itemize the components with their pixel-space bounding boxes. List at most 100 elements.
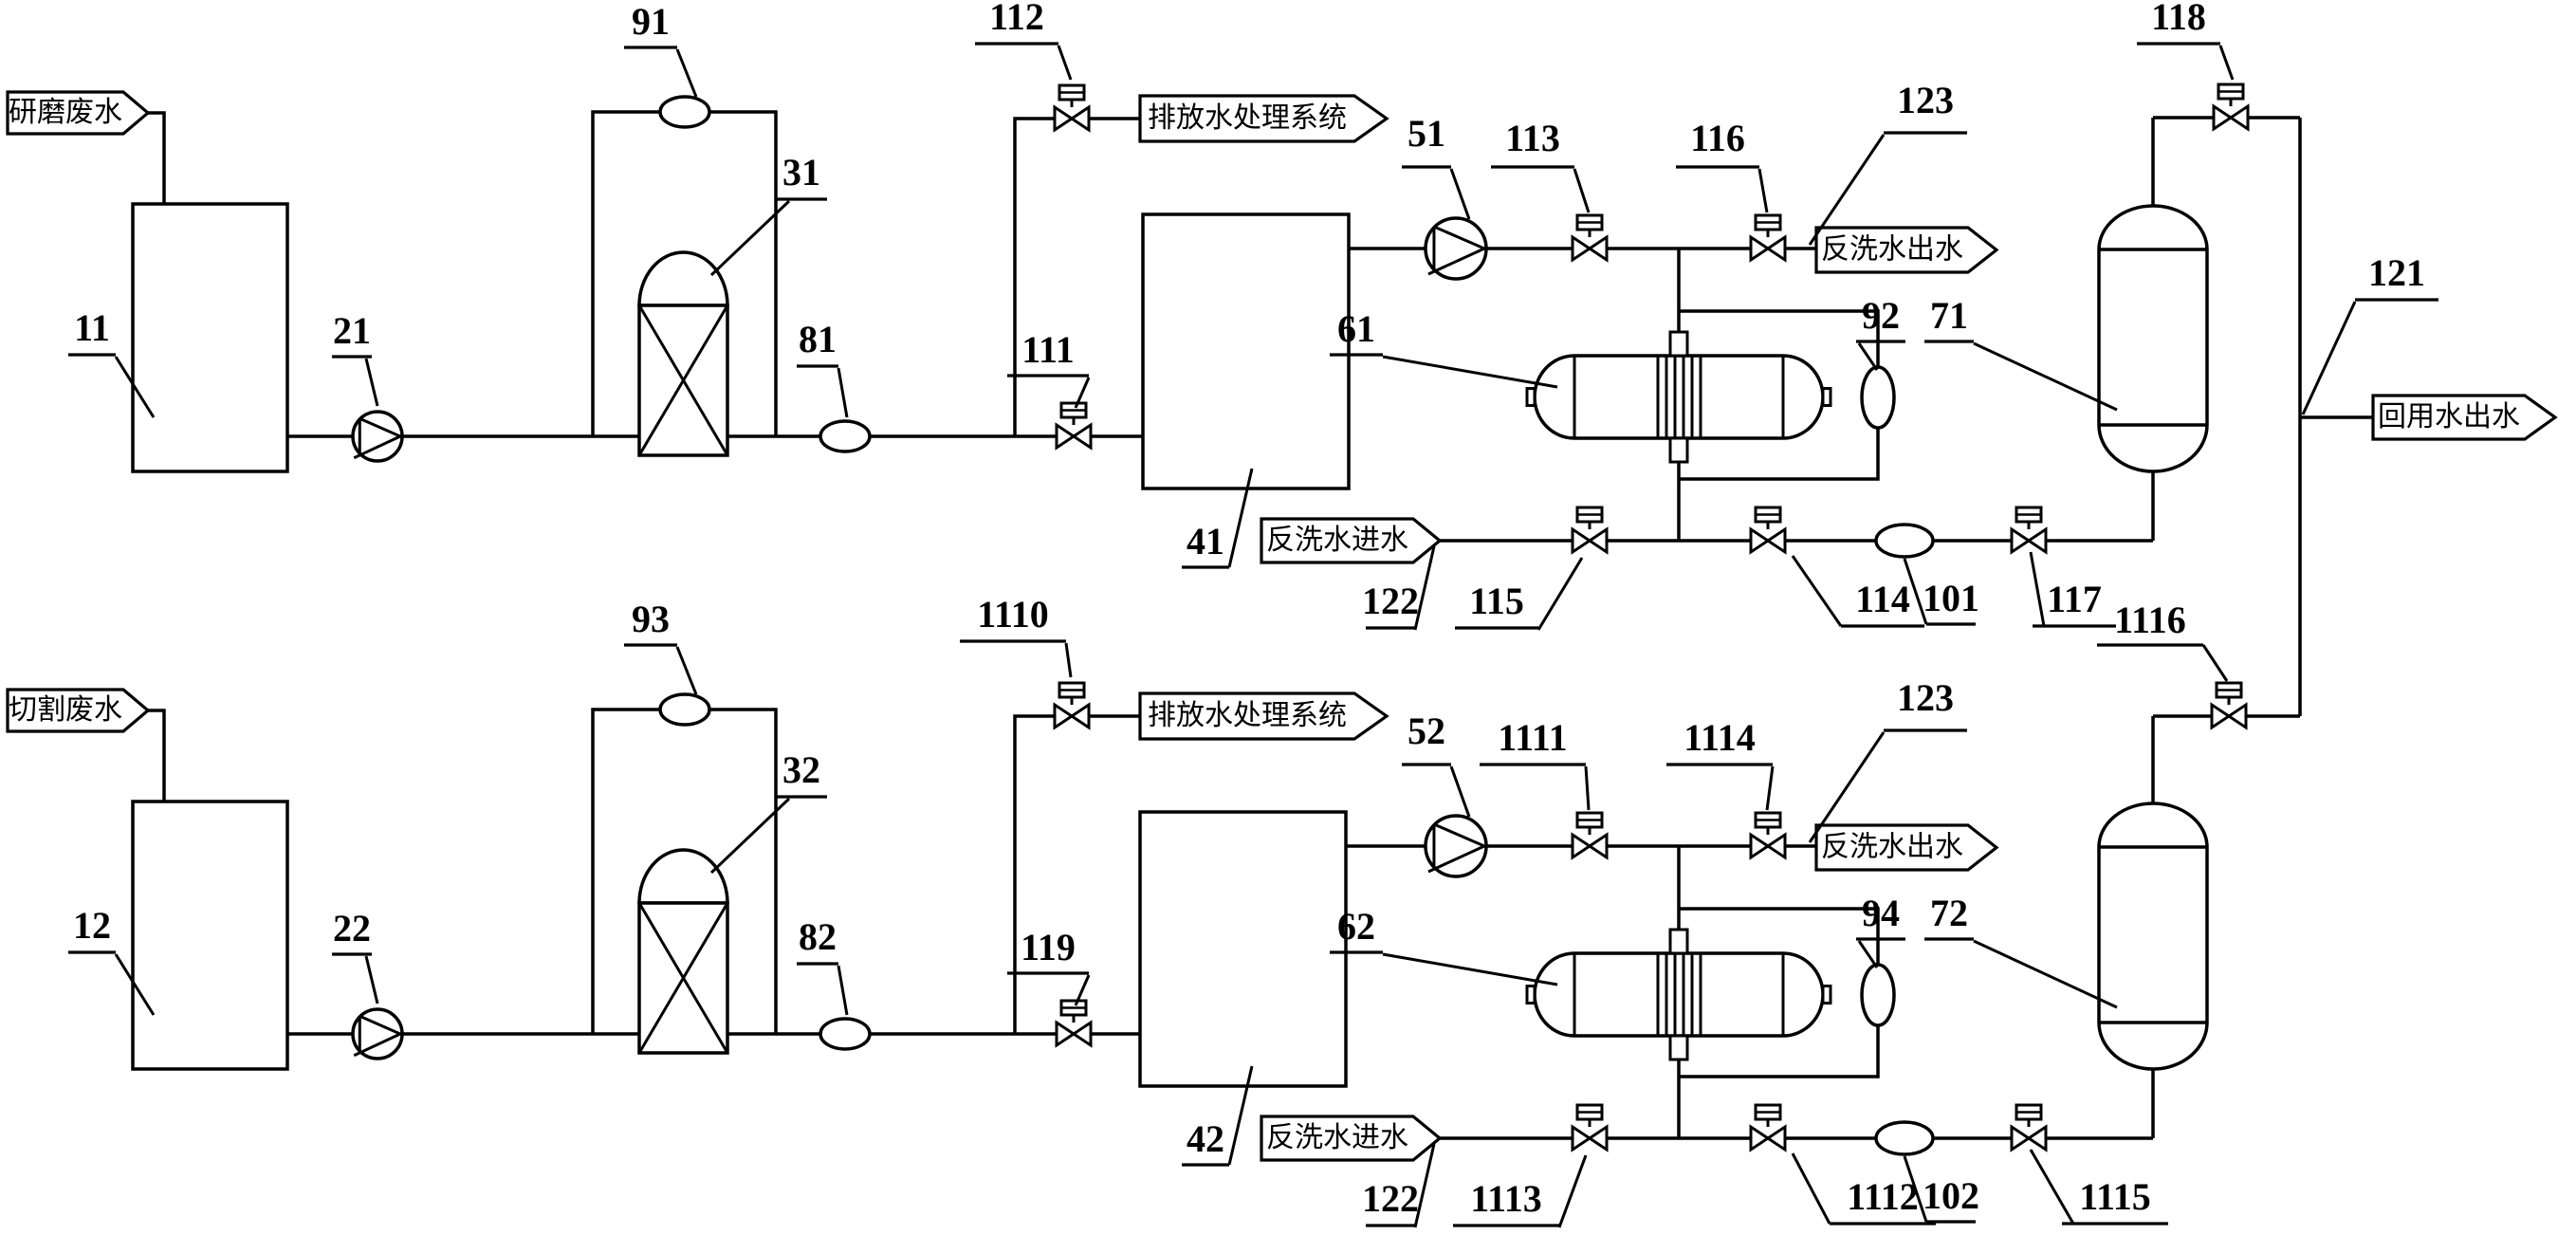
ref-label-1112: 1112: [1847, 1175, 1919, 1218]
valve-right-119: [1071, 1020, 1093, 1048]
ref-leader-122: [1413, 1143, 1436, 1228]
valve-right-1111: [1587, 832, 1609, 860]
valve-right-1114: [1765, 832, 1787, 860]
ref-leader-1110: [1064, 642, 1073, 678]
flag-discharge-system-1: [1138, 94, 1389, 143]
ref-label-81: 81: [799, 318, 837, 360]
filter-x2-31: [637, 304, 729, 456]
ref-label-21: 21: [333, 309, 371, 352]
pipe-feed-cutting: [148, 709, 166, 812]
membrane-nub-l-62: [1525, 985, 1536, 1005]
membrane-module-61: [1533, 354, 1825, 440]
ref-leader-1111: [1584, 765, 1591, 811]
ref-leader-94: [1857, 940, 1879, 968]
membrane-port-bottom-61: [1668, 436, 1689, 464]
filter-dome-32: [637, 848, 729, 905]
ref-label-94: 94: [1862, 892, 1900, 934]
flag-label-backwash-in-2: 反洗水进水: [1266, 1122, 1408, 1153]
pump-impeller-51: [1427, 225, 1488, 276]
valve-left-1112: [1749, 1124, 1771, 1152]
flag-label-inflow-grinding: 研磨废水: [9, 97, 122, 128]
filter-x2-32: [637, 902, 729, 1054]
valve-left-1114: [1749, 832, 1771, 860]
ref-label-1116: 1116: [2114, 599, 2186, 641]
flag-reuse-out: [2371, 394, 2558, 441]
valve-left-115: [1571, 526, 1592, 555]
ref-leader-71: [1973, 341, 2118, 412]
membrane-port-bottom-62: [1668, 1034, 1689, 1061]
ref-leader-82: [837, 965, 849, 1016]
ref-leader-61: [1382, 355, 1558, 389]
pipe-discharge-riser-1: [1013, 117, 1140, 436]
ref-label-93: 93: [632, 598, 670, 640]
ref-leader-1116: [2201, 644, 2229, 682]
valve-right-1116: [2226, 702, 2248, 730]
ref-leader-12: [114, 953, 156, 1016]
ref-leader-1115: [2029, 1149, 2075, 1225]
membrane-module-62: [1533, 951, 1825, 1038]
ref-leader-123: [1808, 731, 1886, 843]
ref-leader-42: [1227, 1065, 1254, 1166]
ref-leader-122: [1413, 545, 1436, 631]
ref-leader-41: [1227, 468, 1254, 568]
flow-meter-92: [1860, 365, 1896, 430]
flag-label-discharge-system-2: 排放水处理系统: [1148, 700, 1347, 731]
valve-left-1113: [1571, 1124, 1592, 1152]
ref-leader-1113: [1557, 1154, 1588, 1228]
ref-leader-11: [114, 356, 156, 418]
ref-leader-111: [1074, 377, 1091, 409]
valve-left-1111: [1571, 832, 1592, 860]
ref-label-116: 116: [1690, 117, 1745, 159]
ref-leader-116: [1757, 168, 1769, 213]
membrane-nub-r-61: [1821, 387, 1832, 407]
valve-right-1110: [1069, 702, 1091, 730]
ref-leader-91: [675, 48, 698, 98]
pipe-discharge-riser-2: [1013, 714, 1140, 1034]
valve-left-1110: [1053, 702, 1075, 730]
flag-label-discharge-system-1: 排放水处理系统: [1148, 102, 1347, 134]
valve-left-1116: [2210, 702, 2232, 730]
ref-leader-81: [837, 367, 849, 418]
ref-label-117: 117: [2047, 578, 2102, 620]
column-72: [2097, 802, 2209, 1071]
ref-leader-52: [1449, 765, 1471, 818]
ref-leader-62: [1382, 952, 1558, 986]
ref-label-114: 114: [1855, 578, 1910, 620]
ref-label-1115: 1115: [2079, 1175, 2151, 1218]
ref-label-51: 51: [1408, 112, 1445, 155]
ref-label-11: 11: [74, 306, 110, 349]
valve-left-117: [2010, 526, 2032, 555]
tank-42: [1138, 810, 1348, 1088]
ref-label-92: 92: [1862, 294, 1900, 337]
ref-label-12: 12: [73, 904, 111, 947]
ref-label-22: 22: [333, 907, 371, 949]
filter-dome-31: [637, 250, 729, 307]
valve-left-111: [1055, 422, 1076, 451]
ref-leader-113: [1573, 168, 1591, 213]
flag-backwash-in-2: [1260, 1115, 1443, 1162]
flag-backwash-out-2: [1814, 823, 1999, 872]
valve-right-115: [1587, 526, 1609, 555]
flag-label-backwash-out-2: 反洗水出水: [1821, 831, 1963, 862]
valve-left-118: [2212, 103, 2234, 132]
ref-leader-1114: [1765, 765, 1775, 811]
valve-right-118: [2228, 103, 2250, 132]
valve-right-116: [1765, 234, 1787, 263]
ref-label-1114: 1114: [1684, 716, 1756, 759]
tank-41: [1141, 212, 1351, 490]
valve-right-1113: [1587, 1124, 1609, 1152]
flow-meter-91: [658, 95, 711, 129]
ref-leader-114: [1791, 555, 1843, 627]
flow-meter-94: [1860, 963, 1896, 1027]
ref-label-52: 52: [1408, 710, 1445, 752]
tank-12: [131, 800, 289, 1071]
membrane-nub-r-62: [1821, 985, 1832, 1005]
valve-left-114: [1749, 526, 1771, 555]
membrane-nub-l-61: [1525, 387, 1536, 407]
flag-discharge-system-2: [1138, 691, 1389, 741]
ref-leader-119: [1074, 974, 1091, 1006]
ref-label-115: 115: [1469, 580, 1524, 622]
ref-leader-102: [1903, 1155, 1928, 1223]
ref-label-1111: 1111: [1498, 716, 1567, 759]
